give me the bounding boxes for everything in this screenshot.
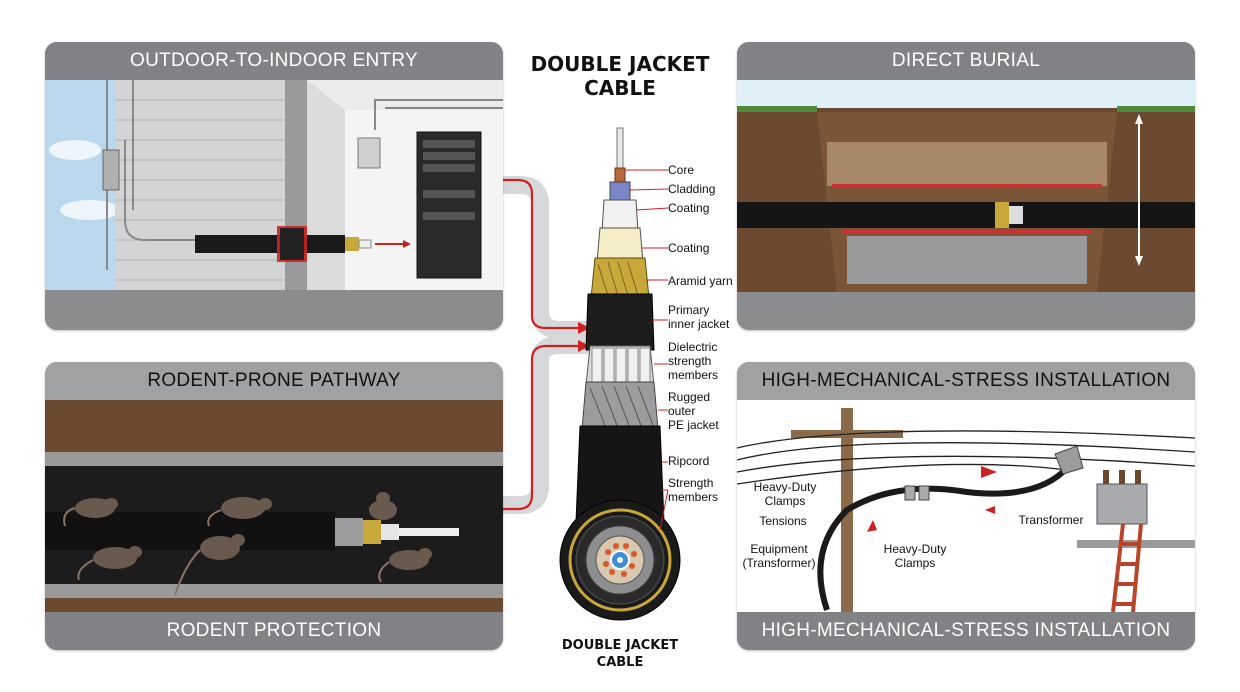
layer-label-coating-2: Coating bbox=[668, 241, 710, 255]
braided-layer bbox=[581, 381, 659, 431]
burial-scene bbox=[737, 80, 1195, 292]
panel-stress-footer: HIGH-MECHANICAL-STRESS INSTALLATION bbox=[737, 612, 1195, 650]
connector-red-bottom bbox=[502, 344, 580, 511]
core-fiber bbox=[616, 127, 624, 171]
center-bottom-title: DOUBLE JACKET CABLE bbox=[540, 637, 700, 671]
stress-scene bbox=[737, 400, 1195, 612]
panel-outdoor-title: OUTDOOR-TO-INDOOR ENTRY bbox=[45, 42, 503, 80]
layer-label-core: Core bbox=[668, 163, 695, 177]
center-title: DOUBLE JACKET CABLE bbox=[520, 52, 720, 100]
aramid-yarn-layer bbox=[590, 257, 650, 299]
layer-label-ripcord: Ripcord bbox=[668, 454, 710, 468]
outdoor-scene bbox=[45, 80, 503, 290]
layer-label-aramid: Aramid yarn bbox=[668, 274, 733, 288]
panel-stress-title: HIGH-MECHANICAL-STRESS INSTALLATION bbox=[737, 362, 1195, 400]
cable-illustration bbox=[559, 127, 681, 621]
label-equipment: Equipment(Transformer) bbox=[742, 542, 816, 570]
center-bottom-line1: DOUBLE JACKET bbox=[561, 638, 679, 653]
connector-red-top-head bbox=[578, 322, 590, 334]
center-title-line2: CABLE bbox=[584, 76, 656, 100]
primary-inner-jacket bbox=[585, 293, 655, 351]
panel-direct-burial: DIRECT BURIAL bbox=[737, 42, 1195, 330]
panel-rodent-prone: RODENT-PRONE PATHWAY bbox=[45, 362, 503, 650]
center-bottom-line2: CABLE bbox=[596, 655, 644, 670]
layer-label-cladding: Cladding bbox=[668, 182, 716, 196]
connector-red-bottom-head bbox=[578, 340, 590, 352]
center-title-line1: DOUBLE JACKET bbox=[530, 52, 710, 76]
panel-outdoor-to-indoor: OUTDOOR-TO-INDOOR ENTRY bbox=[45, 42, 503, 330]
layer-label-coating-1: Coating bbox=[668, 201, 710, 215]
rodent-scene bbox=[45, 400, 503, 612]
panel-rodent-footer: RODENT PROTECTION bbox=[45, 612, 503, 650]
coating-layer-1 bbox=[601, 199, 639, 233]
label-tensions: Tensions bbox=[759, 514, 807, 528]
connector-red-top bbox=[502, 178, 580, 330]
label-transformer: Transformer bbox=[1018, 513, 1084, 527]
panel-rodent-title: RODENT-PRONE PATHWAY bbox=[45, 362, 503, 400]
panel-burial-title: DIRECT BURIAL bbox=[737, 42, 1195, 80]
panel-high-stress: HIGH-MECHANICAL-STRESS INSTALLATION bbox=[737, 362, 1195, 650]
coating-layer-2 bbox=[596, 227, 644, 263]
